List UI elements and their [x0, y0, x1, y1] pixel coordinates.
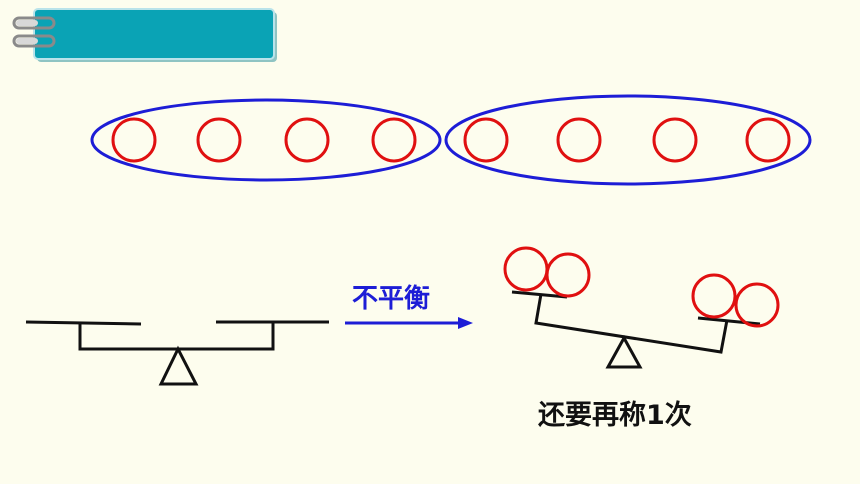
ball — [111, 117, 157, 163]
ball — [463, 117, 509, 163]
arrow-right-icon — [345, 317, 473, 329]
group-left-outline — [90, 98, 442, 182]
ball — [371, 117, 417, 163]
ball — [284, 117, 330, 163]
ball — [734, 282, 780, 328]
ball — [503, 246, 549, 292]
arrow-label: 不平衡 — [352, 283, 430, 314]
tilted-scale-balls — [503, 246, 780, 328]
group-right-outline — [444, 94, 812, 186]
tilted-balance-scale-icon — [511, 290, 761, 369]
ball — [745, 117, 791, 163]
ball — [691, 273, 737, 319]
ball — [556, 117, 602, 163]
group-left — [90, 98, 442, 182]
balance-scale-icon — [25, 320, 329, 386]
ball — [196, 117, 242, 163]
binder-rings-icon — [12, 16, 56, 48]
ball — [652, 117, 698, 163]
group-right — [444, 94, 812, 186]
caption: 还要再称1次 — [538, 400, 692, 431]
ball — [545, 252, 591, 298]
header-bar — [33, 8, 277, 62]
